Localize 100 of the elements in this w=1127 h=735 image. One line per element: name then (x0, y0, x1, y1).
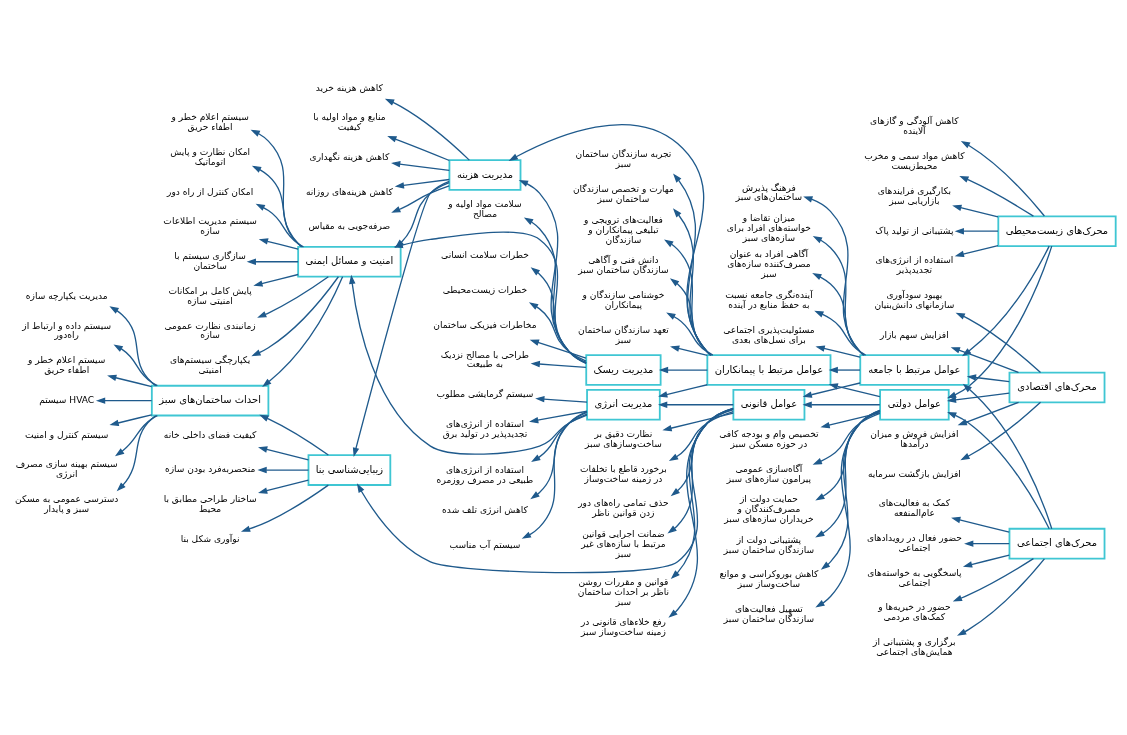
arrow (508, 123, 712, 356)
node-text: سلامت مواد اولیه و مصالح (448, 198, 522, 219)
arrow (815, 344, 861, 358)
node-text: کاهش هزینه نگهداری (309, 151, 390, 162)
arrow (673, 172, 712, 356)
arrow (666, 312, 714, 356)
arrow (667, 407, 734, 534)
arrow (812, 235, 865, 356)
arrow (951, 516, 1010, 533)
arrow (531, 412, 588, 462)
arrow (246, 258, 299, 265)
arrow (957, 557, 1046, 636)
node-text: فرهنگ پذیرش ساختمان‌های سبز (735, 182, 803, 202)
node-text: ساختار طراحی مطابق با محیط (163, 493, 257, 514)
arrow (240, 483, 329, 532)
arrow (250, 129, 303, 247)
node-text: برگزاری و پشتیبانی از همایش‌های اجتماعی (873, 636, 956, 657)
node-text: کاهش آلودگی و گازهای آلاینده (870, 115, 959, 136)
node-text: پشتیبانی از تولید پاک (875, 225, 954, 236)
arrow (523, 217, 587, 364)
node-text: کاهش هزینه خرید (315, 82, 383, 92)
arrow (356, 407, 734, 573)
arrow (257, 466, 310, 473)
node-text: تسهیل فعالیت‌های سازندگان ساختمان سبز (723, 603, 815, 624)
node-text: دسترسی عمومی به مسکن سبز و پایدار (15, 493, 119, 514)
arrow (960, 401, 1042, 460)
node-text: صرفه‌جویی به مقیاس (308, 220, 391, 231)
arrow (387, 135, 450, 161)
arrow (258, 445, 310, 461)
arrow (812, 272, 865, 356)
arrow (947, 411, 1050, 529)
node-text: استفاده از انرژی‌های تجدیدپذیر در تولید برق (442, 418, 528, 439)
node-text: آینده‌نگری جامعه نسبت به حفظ منابع در آینده (725, 289, 813, 310)
node-text: نوآوری شکل بنا (180, 533, 240, 544)
node-text: حضور در خیریه‌ها و کمک‌های مردمی (878, 601, 951, 622)
node-text: سیستم HVAC (39, 394, 95, 405)
node-text: سیستم گرمایشی مطلوب (436, 388, 534, 399)
arrow (670, 344, 708, 356)
arrow (946, 392, 1010, 403)
node-box: عوامل مرتبط با جامعه (859, 353, 970, 386)
node-text: سازگاری سیستم با ساختمان (174, 250, 246, 271)
node-text: سیستم داده و ارتباط از راه‌دور (22, 320, 112, 340)
node-text: کیفیت فضای داخلی خانه (163, 429, 257, 440)
node-text: سیستم اعلام خطر و اطفاء حریق (28, 354, 106, 375)
arrow (259, 414, 329, 456)
arrow (658, 366, 708, 373)
arrow (952, 557, 1035, 601)
arrow (960, 140, 1046, 217)
arrow (820, 411, 881, 428)
arrow (251, 165, 303, 247)
node-text: آگاهی افراد به عنوان مصرف‌کننده سازه‌های سبز (727, 248, 811, 279)
arrow (966, 373, 1010, 382)
arrow (814, 310, 867, 356)
node-text: مخاطرات فیزیکی ساختمان (433, 319, 537, 330)
arrow (815, 409, 881, 538)
arrow (529, 410, 588, 423)
arrow (828, 382, 881, 397)
node-text: امکان کنترل از راه دور (167, 186, 254, 197)
node-text: حضور فعال در رویدادهای اجتماعی (866, 532, 962, 553)
arrow (669, 277, 713, 356)
arrow (251, 275, 340, 356)
arrow (352, 180, 450, 457)
node-text: استفاده از انرژی‌های تجدیدپذیر (875, 254, 954, 275)
node-text: کمک به فعالیت‌های عام‌المنفعه (878, 497, 951, 518)
node-text: بکارگیری فرایندهای بازاریابی سبز (877, 185, 952, 206)
arrow (828, 366, 861, 373)
node-text: پاسخگویی به خواسته‌های اجتماعی (867, 567, 962, 588)
arrow (952, 204, 999, 218)
node-text: مهارت و تخصص سازندگان ساختمان سبز (572, 183, 674, 204)
node-text: حمایت دولت از مصرف‌کنندگان و خریداران سازه‌های سبز (724, 493, 814, 524)
arrow (670, 407, 734, 579)
arrow (962, 383, 1053, 529)
node-text: سیستم بهینه سازی مصرف انرژی (15, 458, 118, 479)
node-text: کاهش هزینه‌های روزانه (305, 186, 393, 197)
arrow (521, 410, 588, 539)
node-box: محرک‌های اقتصادی (1008, 371, 1106, 403)
node-text: استفاده از انرژی‌های طبیعی در مصرف روزمره (436, 464, 534, 485)
node-box: محرک‌های زیست‌محیطی (997, 214, 1117, 247)
arrow (529, 339, 587, 359)
node-text: بهبود سودآوری سازمانهای دانش‌بنیان (874, 289, 955, 310)
arrow (530, 411, 588, 499)
node-text: افزایش فروش و میزان درآمدها (870, 428, 959, 449)
node-text: افزایش بازگشت سرمایه (867, 468, 961, 479)
arrow (95, 396, 153, 404)
node-text: تخصیص وام و بودجه کافی در حوزه مسکن سبز (719, 428, 819, 449)
arrow (114, 414, 158, 456)
node-text: پایش کامل بر امکانات امنیتی سازه (168, 285, 252, 306)
node-text: کاهش بوروکراسی و موانع ساخت‌وساز سبز (719, 568, 819, 589)
node-text: سیستم کنترل و امنیت (24, 429, 109, 440)
arrow (257, 275, 329, 318)
arrow (109, 413, 153, 426)
arrow (815, 410, 881, 500)
arrow (391, 160, 450, 171)
node-text: زمانبندی نظارت عمومی سازه (164, 320, 256, 340)
node-text: رفع خلاءهای قانونی در زمینه ساخت‌وساز سبز (580, 616, 666, 637)
node-text: دانش فنی و آگاهی سازندگان ساختمان سبز (578, 254, 669, 275)
node-text: پشتیبانی دولت از سازندگان ساختمان سبز (723, 534, 815, 555)
node-text: ضمانت اجرایی قوانین مرتبط با سازه‌های غیر سبز (581, 528, 666, 559)
node-text: طراحی با مصالح نزدیک به طبیعت (440, 349, 530, 369)
arrow (658, 401, 734, 408)
